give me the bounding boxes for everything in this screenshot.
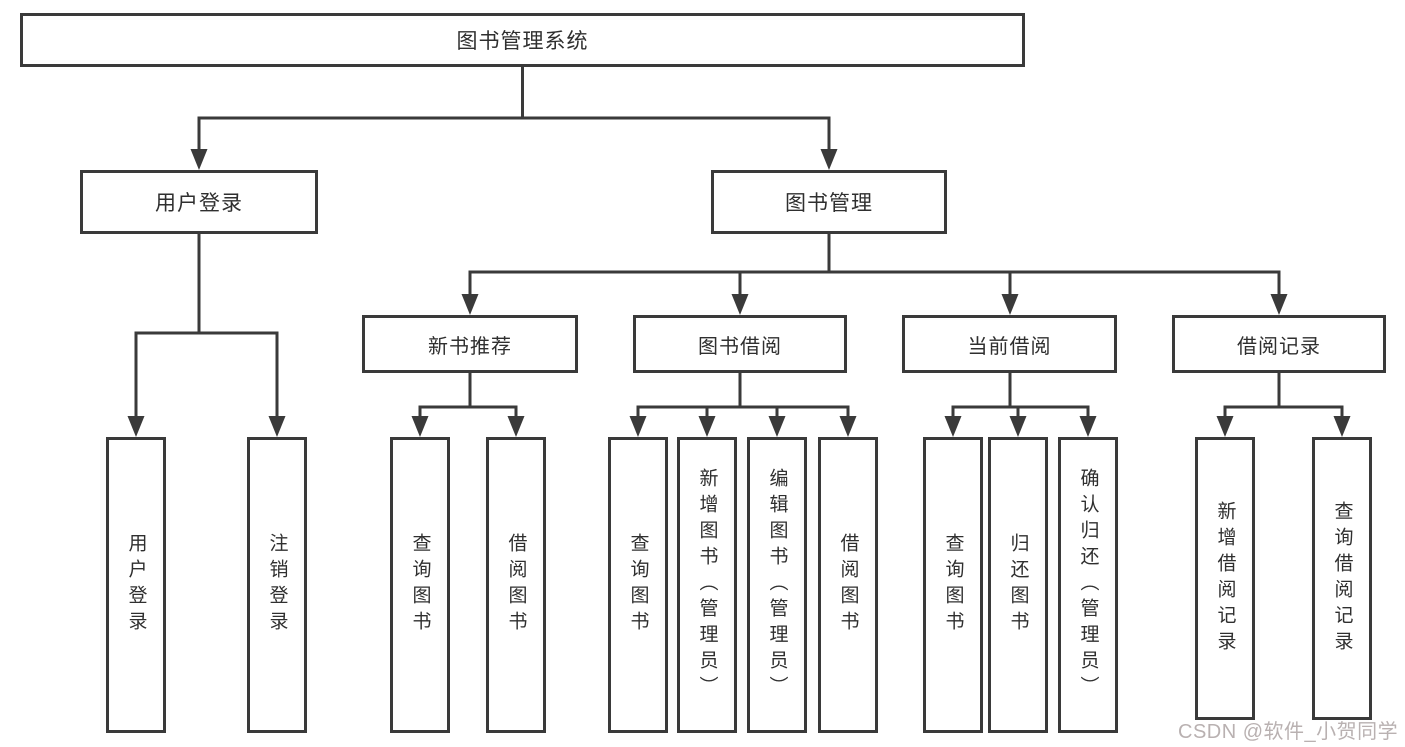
leaf-bookborrow-borrow-books-label: 借阅图书 (837, 533, 859, 637)
leaf-bookborrow-borrow-books: 借阅图书 (818, 437, 878, 733)
leaf-newbooks-query-books: 查询图书 (390, 437, 450, 733)
leaf-currentborrow-confirm-return-admin-label: 确认归还（管理员） (1077, 468, 1099, 702)
leaf-logout: 注销登录 (247, 437, 307, 733)
leaf-currentborrow-query-books-label: 查询图书 (942, 533, 964, 637)
leaf-records-query-record-label: 查询借阅记录 (1331, 500, 1353, 657)
leaf-currentborrow-confirm-return-admin: 确认归还（管理员） (1058, 437, 1118, 733)
leaf-logout-label: 注销登录 (266, 533, 288, 637)
node-book-management: 图书管理 (711, 170, 947, 234)
leaf-records-add-record: 新增借阅记录 (1195, 437, 1255, 720)
arrowheads (127, 149, 1351, 437)
csdn-watermark: CSDN @软件_小贺同学 (1178, 721, 1399, 743)
leaf-currentborrow-return-books-label: 归还图书 (1007, 533, 1029, 637)
leaf-newbooks-borrow-books-label: 借阅图书 (505, 533, 527, 637)
leaf-records-query-record: 查询借阅记录 (1312, 437, 1372, 720)
node-user-login: 用户登录 (80, 170, 318, 234)
leaf-bookborrow-query-books: 查询图书 (608, 437, 668, 733)
leaf-newbooks-borrow-books: 借阅图书 (486, 437, 546, 733)
leaf-user-login: 用户登录 (106, 437, 166, 733)
node-book-borrow: 图书借阅 (633, 315, 847, 373)
node-borrow-records: 借阅记录 (1172, 315, 1386, 373)
leaf-bookborrow-edit-books-admin-label: 编辑图书（管理员） (766, 468, 788, 702)
leaf-user-login-label: 用户登录 (125, 533, 147, 637)
leaf-bookborrow-edit-books-admin: 编辑图书（管理员） (747, 437, 807, 733)
leaf-newbooks-query-books-label: 查询图书 (409, 533, 431, 637)
node-root-system: 图书管理系统 (20, 13, 1025, 67)
leaf-bookborrow-add-books-admin: 新增图书（管理员） (677, 437, 737, 733)
leaf-bookborrow-query-books-label: 查询图书 (627, 533, 649, 637)
leaf-bookborrow-add-books-admin-label: 新增图书（管理员） (696, 468, 718, 702)
node-current-borrow: 当前借阅 (902, 315, 1117, 373)
node-new-book-recommend: 新书推荐 (362, 315, 578, 373)
leaf-records-add-record-label: 新增借阅记录 (1214, 500, 1236, 657)
leaf-currentborrow-return-books: 归还图书 (988, 437, 1048, 733)
leaf-currentborrow-query-books: 查询图书 (923, 437, 983, 733)
